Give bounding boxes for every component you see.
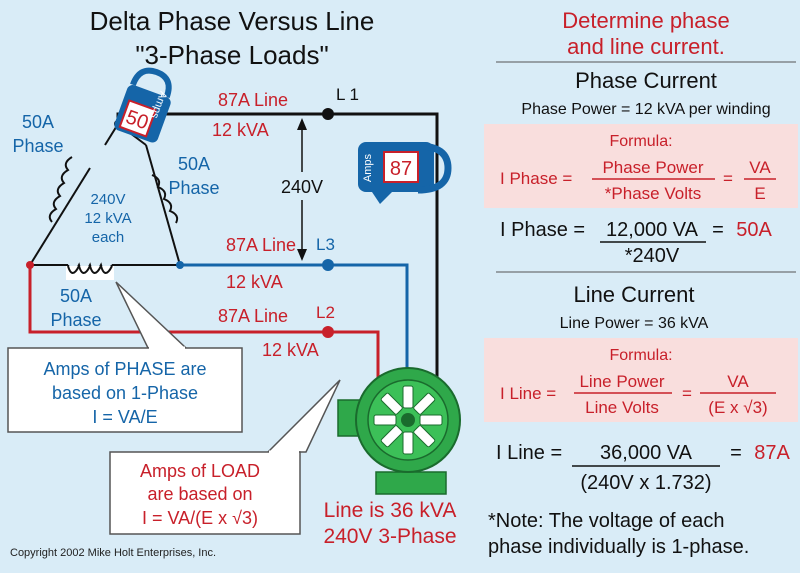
phase-formula-label: Formula: [609,133,672,150]
l2-terminal [322,326,334,338]
phase-callout-line-2: based on 1-Phase [52,383,198,403]
phase-callout: Amps of PHASE are based on 1-Phase I = V… [7,281,243,433]
line-ammeter-reading: 87 [390,158,412,180]
line-ammeter-label: Amps [362,153,374,182]
voltage-label: 240V [281,177,323,197]
l1-current-label: 87A Line [218,90,288,110]
phase-formula-equals: = [723,169,733,188]
formula-panel: Determine phase and line current. Phase … [484,8,798,558]
center-volts: 240V [90,191,125,208]
load-callout-line-1: Amps of LOAD [140,461,260,481]
l1-terminal [322,108,334,120]
phase-callout-line-1: Amps of PHASE are [43,359,206,379]
line-calc-denominator: (240V x 1.732) [580,472,711,494]
panel-heading-line-2: and line current. [567,34,725,59]
line-formula-numerator: Line Power [579,372,664,391]
center-each: each [92,229,125,246]
phase-calc-equals: = [712,219,724,241]
l3-name: L3 [316,235,335,254]
note-line-2: phase individually is 1-phase. [488,536,749,558]
l2-current-label: 87A Line [218,306,288,326]
phase-formula-denominator: *Phase Volts [605,184,701,203]
left-winding-coil [48,156,73,223]
phase-formula-box [484,124,798,208]
line-calc-numerator: 36,000 VA [600,442,693,464]
phase-calc-denominator: *240V [625,245,680,267]
phase-formula-numerator: Phase Power [602,158,703,177]
phase-callout-line-3: I = VA/E [92,407,157,427]
phase-calc-result: 50A [736,219,772,241]
load-callout-line-3: I = VA/(E x √3) [142,508,258,528]
voltage-arrow [297,118,307,261]
right-phase-amps: 50A [178,154,210,174]
line-formula-denominator: Line Volts [585,398,659,417]
bottom-phase-amps: 50A [60,286,92,306]
l1-name: L 1 [336,85,359,104]
l3-terminal [322,259,334,271]
l3-current-label: 87A Line [226,235,296,255]
line-ammeter: 87 Amps [358,142,452,204]
load-callout-line-2: are based on [147,484,252,504]
bottom-phase-word: Phase [50,310,101,330]
line-calc-lhs: I Line = [496,442,562,464]
motor [337,367,461,495]
line-power-subtitle: Line Power = 36 kVA [560,315,709,332]
line-formula-lhs: I Line = [500,384,556,403]
line-formula-box [484,338,798,422]
junction-right [176,261,184,269]
phase-formula-denominator-2: E [754,184,765,203]
phase-calc-lhs: I Phase = [500,219,585,241]
l2-name: L2 [316,303,335,322]
right-phase-word: Phase [168,178,219,198]
l2-conductor [28,265,380,378]
title-line-1: Delta Phase Versus Line [90,6,375,36]
note-line-1: *Note: The voltage of each [488,510,724,532]
line-formula-label: Formula: [609,347,672,364]
copyright: Copyright 2002 Mike Holt Enterprises, In… [10,547,216,559]
l3-kva-label: 12 kVA [226,272,283,292]
line-calc-result: 87A [754,442,790,464]
right-winding-coil [151,174,179,224]
line-formula-numerator-2: VA [727,372,749,391]
load-callout: Amps of LOAD are based on I = VA/(E x √3… [109,379,341,535]
phase-formula-lhs: I Phase = [500,169,572,188]
title-line-2: "3-Phase Loads" [135,40,328,70]
l2-kva-label: 12 kVA [262,340,319,360]
junction-left [26,261,34,269]
line-calc-equals: = [730,442,742,464]
l3-conductor [180,263,409,378]
motor-caption-line-2: 240V 3-Phase [323,525,456,548]
center-kva: 12 kVA [84,210,131,227]
left-phase-word: Phase [12,136,63,156]
left-phase-amps: 50A [22,112,54,132]
motor-caption-line-1: Line is 36 kVA [324,499,457,522]
line-formula-denominator-2: (E x √3) [708,398,767,417]
line-formula-equals: = [682,384,692,403]
phase-current-title: Phase Current [575,68,717,93]
line-current-title: Line Current [573,282,694,307]
l1-kva-label: 12 kVA [212,120,269,140]
phase-formula-numerator-2: VA [749,158,771,177]
phase-calc-numerator: 12,000 VA [606,219,699,241]
panel-heading-line-1: Determine phase [562,8,730,33]
phase-ammeter: 50 Amps [114,67,172,143]
phase-power-subtitle: Phase Power = 12 kVA per winding [521,101,770,118]
